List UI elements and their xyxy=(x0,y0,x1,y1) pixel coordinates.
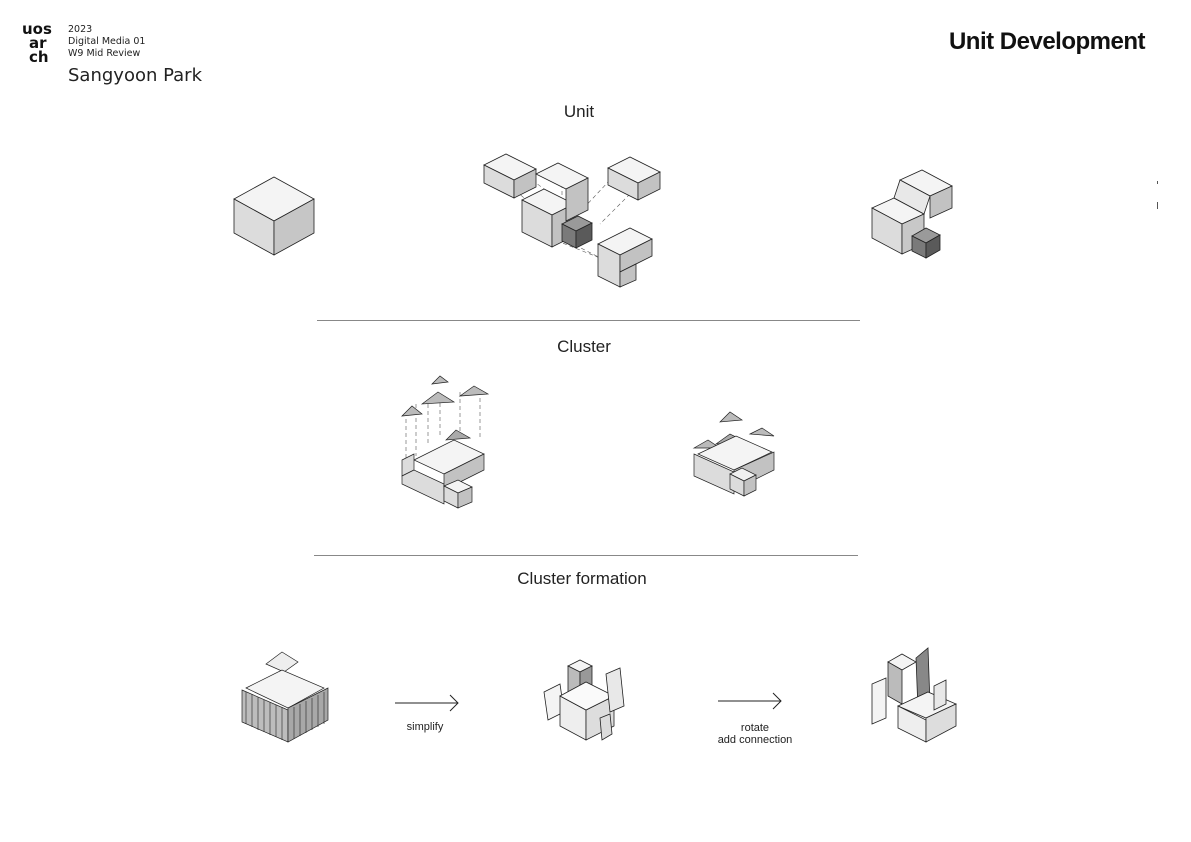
uos-arch-logo-icon: uos ar ch xyxy=(22,21,52,63)
cluster-section-divider xyxy=(314,555,858,556)
rotate-label-line-2: add connection xyxy=(717,734,793,746)
simplify-arrow-icon xyxy=(395,694,459,712)
rotate-arrow-icon xyxy=(718,692,782,710)
course-name: Digital Media 01 xyxy=(68,36,146,47)
cluster-section-title: Cluster xyxy=(557,337,611,356)
exploded-unit-figure xyxy=(483,153,661,288)
margin-mark-bottom xyxy=(1157,202,1158,209)
exploded-cluster-figure xyxy=(401,375,490,509)
rotate-connection-label: rotate add connection xyxy=(718,722,793,746)
unit-section-title: Unit xyxy=(563,102,595,121)
detailed-cluster-figure xyxy=(241,651,329,743)
header-meta: 2023 Digital Media 01 W9 Mid Review xyxy=(68,24,145,60)
rotate-label-line-1: rotate xyxy=(740,722,770,734)
rotated-cluster-figure xyxy=(871,647,957,743)
logo-line-1: uos xyxy=(22,21,52,38)
logo-line-3: ch xyxy=(29,48,49,63)
logo-line-2: ar xyxy=(29,34,47,52)
simplified-cluster-figure xyxy=(543,659,625,741)
year: 2023 xyxy=(68,24,93,35)
margin-mark-top xyxy=(1157,181,1158,184)
single-cube-figure xyxy=(233,176,315,256)
review-name: W9 Mid Review xyxy=(68,48,141,59)
formation-section-title: Cluster formation xyxy=(517,569,647,588)
page-title: Unit Development xyxy=(948,28,1146,55)
unit-section-divider xyxy=(317,320,860,321)
author-name: Sangyoon Park xyxy=(68,65,202,86)
assembled-cluster-figure xyxy=(692,411,775,497)
assembled-unit-figure xyxy=(871,169,953,259)
simplify-label: simplify xyxy=(406,721,444,733)
